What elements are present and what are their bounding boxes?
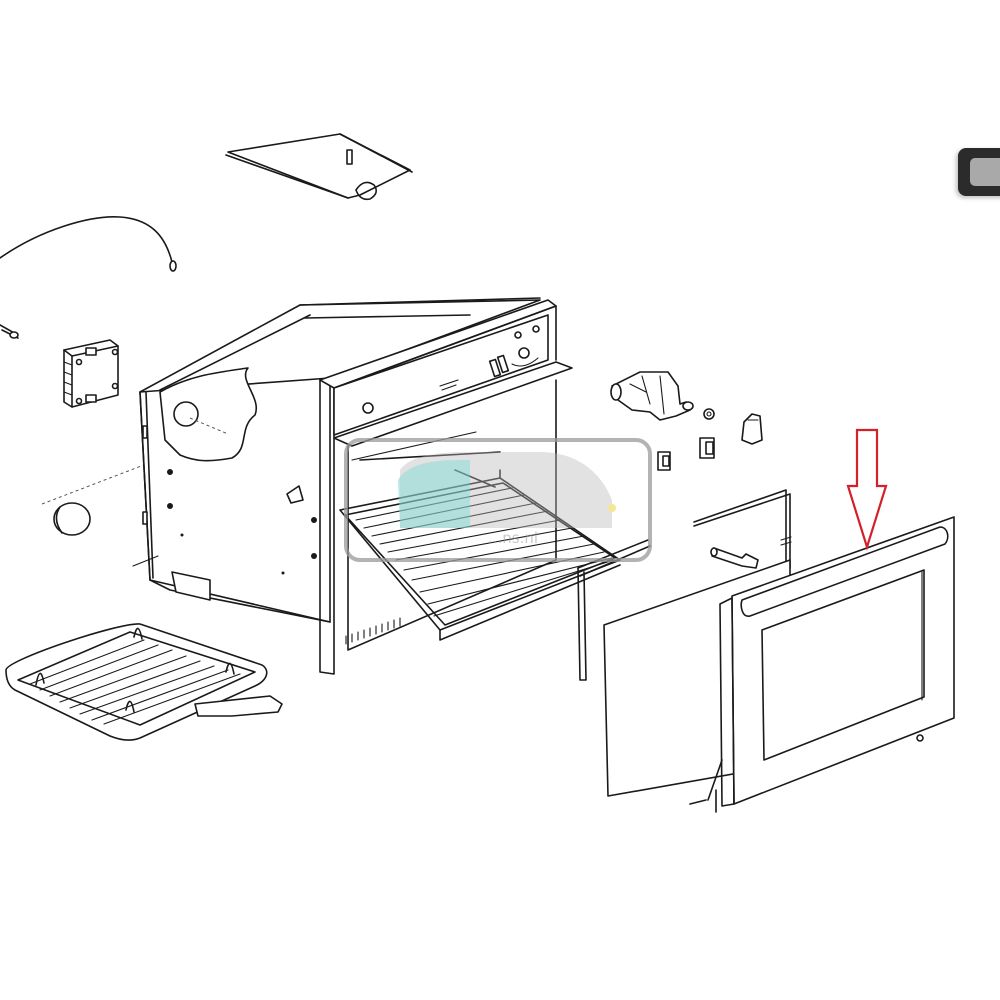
control-panel (319, 299, 573, 675)
rocker-switch-1 (657, 451, 671, 471)
connector-plug (0, 324, 19, 339)
door-seal (693, 489, 792, 569)
hinge-pin (710, 547, 759, 569)
oven-door (689, 516, 955, 813)
side-cap (41, 431, 231, 536)
oven-housing (132, 297, 541, 623)
corner-badge (958, 148, 1000, 196)
highlight-arrow-icon (846, 428, 888, 551)
gas-valve (610, 371, 694, 421)
top-cover-plate (225, 133, 413, 201)
rocker-switch-2 (699, 437, 715, 459)
knob-adapter (703, 408, 715, 420)
control-knob (741, 413, 763, 445)
thermocouple-cable (0, 216, 177, 272)
ignition-module (63, 339, 119, 408)
watermark: ...ns.nl (344, 438, 652, 562)
corner-badge-inner (970, 158, 1000, 186)
grill-pan (5, 623, 283, 741)
watermark-text: ...ns.nl (488, 529, 538, 547)
